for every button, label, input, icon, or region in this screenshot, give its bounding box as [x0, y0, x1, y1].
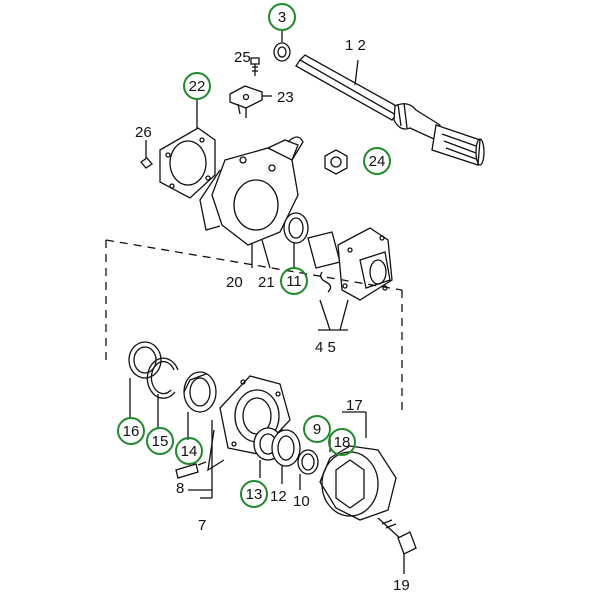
part-26-bolt — [140, 140, 153, 169]
label-12: 12 — [270, 488, 287, 505]
callout-16[interactable]: 16 — [117, 417, 145, 445]
part-25-bolt — [250, 57, 260, 76]
label-7: 7 — [198, 517, 207, 534]
part-12-bearing — [271, 429, 301, 484]
part-19-bolt — [377, 517, 417, 574]
callout-18[interactable]: 18 — [328, 428, 356, 456]
part-22-gasket — [159, 100, 216, 199]
part-14-bearing — [183, 371, 217, 440]
callout-9[interactable]: 9 — [303, 415, 331, 443]
label-1-2: 1 2 — [345, 37, 366, 54]
label-17: 17 — [346, 397, 363, 414]
callout-14[interactable]: 14 — [175, 437, 203, 465]
label-21: 21 — [258, 274, 275, 291]
label-25: 25 — [234, 49, 251, 66]
label-20: 20 — [226, 274, 243, 291]
label-19: 19 — [393, 577, 410, 594]
label-8: 8 — [176, 480, 185, 497]
label-26: 26 — [135, 124, 152, 141]
label-23: 23 — [277, 89, 294, 106]
callout-11[interactable]: 11 — [280, 267, 308, 295]
label-10: 10 — [293, 493, 310, 510]
label-4-5: 4 5 — [315, 339, 336, 356]
assembly-lines — [105, 239, 403, 410]
drive-shaft — [295, 54, 485, 166]
part-16-ring — [128, 341, 162, 418]
part-3-ring — [273, 31, 291, 62]
callout-15[interactable]: 15 — [146, 427, 174, 455]
part-24-nut — [324, 149, 348, 175]
callout-3[interactable]: 3 — [268, 3, 296, 31]
part-23-bracket — [229, 85, 272, 118]
part-4-5-spindle — [307, 227, 393, 331]
part-15-snap-ring — [146, 357, 179, 428]
callout-22[interactable]: 22 — [183, 72, 211, 100]
callout-13[interactable]: 13 — [240, 480, 268, 508]
callout-24[interactable]: 24 — [363, 147, 391, 175]
part-17-18-hub-cap — [319, 411, 397, 521]
part-20-21-knuckle — [199, 136, 304, 269]
part-10-ring — [297, 449, 319, 490]
part-11-seal — [283, 212, 309, 268]
